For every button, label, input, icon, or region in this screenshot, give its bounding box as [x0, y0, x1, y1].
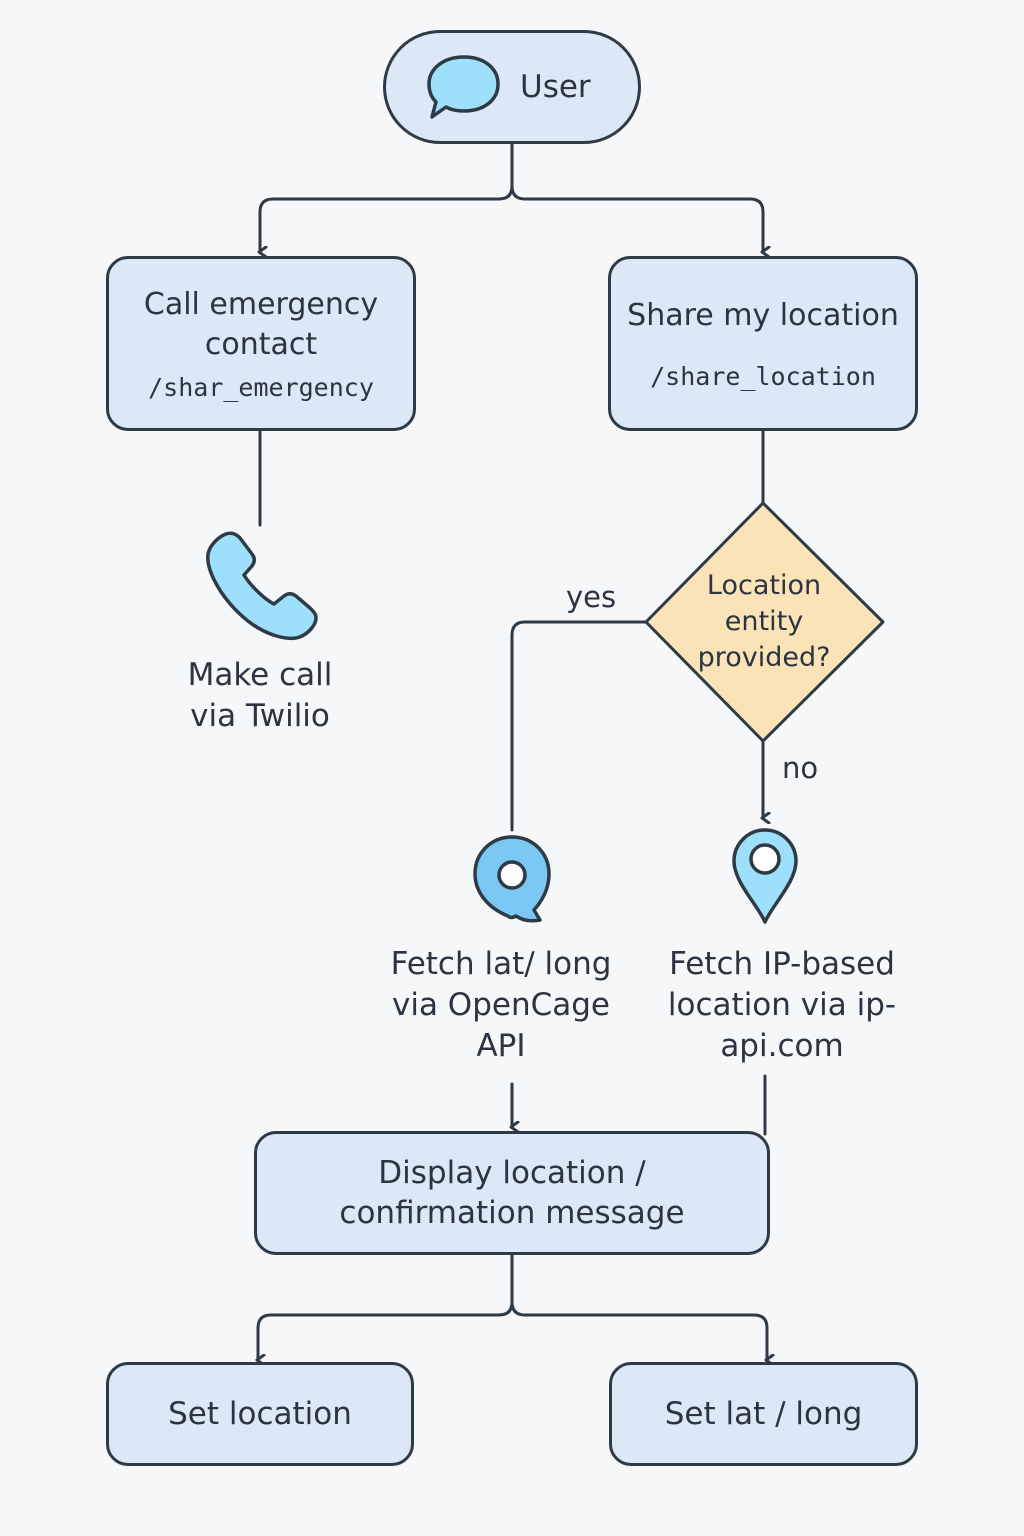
set-latlong-box: Set lat / long — [609, 1362, 918, 1466]
location-pin-icon — [473, 835, 551, 923]
phone-icon — [206, 531, 318, 640]
fetch-opencage-label: Fetch lat/ long via OpenCage API — [390, 946, 612, 1064]
user-label: User — [520, 69, 591, 105]
edge-yes — [510, 620, 648, 832]
display-message-box: Display location / confirmation message — [254, 1131, 770, 1255]
edge-label-yes: yes — [566, 580, 617, 614]
make-call-label: Make call via Twilio — [187, 657, 333, 734]
call-emergency-command: /shar_emergency — [148, 373, 374, 402]
call-emergency-title: Call emergency contact — [143, 287, 379, 362]
call-emergency-box: Call emergency contact /shar_emergency — [106, 256, 416, 431]
chat-bubble-icon — [427, 55, 500, 119]
decision-label: Location entity provided? — [697, 570, 831, 673]
share-location-title: Share my location — [627, 298, 899, 333]
share-location-box: Share my location /share_location — [608, 256, 918, 431]
edge-label-no: no — [782, 751, 819, 785]
set-location-box: Set location — [106, 1362, 414, 1466]
edge-display-to-set-location — [258, 1253, 514, 1360]
location-pin-icon — [732, 828, 798, 924]
user-node: User — [383, 30, 641, 144]
edge-display-to-set-latlong — [510, 1300, 767, 1360]
display-message-label: Display location / confirmation message — [339, 1155, 685, 1231]
decision-diamond — [644, 501, 885, 743]
fetch-ip-label: Fetch IP-based location via ip-api.com — [667, 946, 897, 1064]
edge-user-to-call — [260, 142, 514, 252]
set-location-label: Set location — [168, 1396, 352, 1432]
set-latlong-label: Set lat / long — [664, 1396, 863, 1432]
edge-user-to-share — [510, 184, 763, 252]
share-location-command: /share_location — [650, 362, 876, 391]
